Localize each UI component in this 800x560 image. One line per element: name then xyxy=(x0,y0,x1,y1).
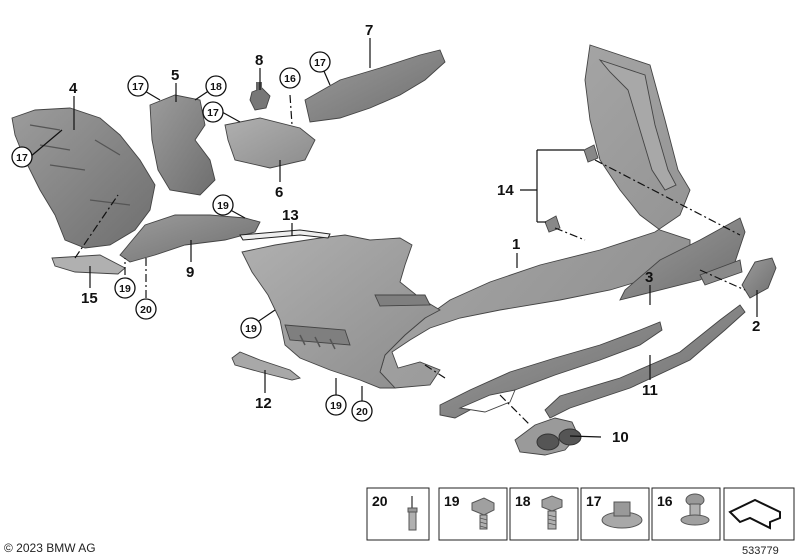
carrier xyxy=(119,214,261,263)
bracket-left xyxy=(11,107,156,249)
callout-2: 2 xyxy=(752,318,760,335)
copyright-text: © 2023 BMW AG xyxy=(4,541,96,555)
legend-label-20: 20 xyxy=(372,493,388,509)
callout-6: 6 xyxy=(275,184,283,201)
svg-text:19: 19 xyxy=(217,200,229,212)
lower-trim-strip xyxy=(544,304,746,419)
svg-text:17: 17 xyxy=(16,152,28,164)
exhaust-tailpipe-tips xyxy=(514,417,582,456)
circle-callout-19-a: 19 xyxy=(212,194,234,216)
bracket-top xyxy=(304,49,446,123)
svg-text:18: 18 xyxy=(210,81,222,93)
pointer-arrow-icon xyxy=(728,498,781,530)
circle-callout-20-b: 20 xyxy=(351,400,373,422)
callout-1: 1 xyxy=(512,236,520,253)
reflector-right xyxy=(741,257,777,299)
diffuser-center xyxy=(619,217,746,301)
fastener-legend: 20 19 18 17 16 xyxy=(366,487,795,541)
svg-text:17: 17 xyxy=(207,107,219,119)
callout-11: 11 xyxy=(642,382,658,399)
svg-text:16: 16 xyxy=(284,73,296,85)
sensor xyxy=(249,82,271,111)
callout-15: 15 xyxy=(81,290,98,307)
circle-callout-19-b: 19 xyxy=(114,277,136,299)
circle-callout-16: 16 xyxy=(279,67,301,89)
circle-callout-17-d: 17 xyxy=(309,51,331,73)
callout-8: 8 xyxy=(255,52,263,69)
svg-text:19: 19 xyxy=(119,283,131,295)
svg-text:20: 20 xyxy=(140,304,152,316)
callout-7: 7 xyxy=(365,22,373,39)
callout-5: 5 xyxy=(171,67,179,84)
callout-10: 10 xyxy=(612,429,629,446)
circle-callout-18: 18 xyxy=(205,75,227,97)
circle-callout-17-b: 17 xyxy=(127,75,149,97)
bracket-small xyxy=(224,117,316,169)
legend-label-17: 17 xyxy=(586,493,602,509)
clip-nut-icon xyxy=(601,501,643,529)
reflector-left xyxy=(51,254,126,275)
callout-numbers: 1 2 3 4 5 6 7 8 9 10 11 12 13 14 15 xyxy=(69,22,760,446)
legend-label-18: 18 xyxy=(515,493,531,509)
tailpipe-trim-frame xyxy=(439,321,663,419)
circle-callout-20-a: 20 xyxy=(135,298,157,320)
leader-lines xyxy=(29,38,758,438)
circle-callout-19-d: 19 xyxy=(325,394,347,416)
circle-callout-17-c: 17 xyxy=(202,101,224,123)
hex-bolt-icon xyxy=(541,495,563,530)
callout-3: 3 xyxy=(645,269,653,286)
blind-rivet-icon xyxy=(407,496,418,531)
legend-label-16: 16 xyxy=(657,493,673,509)
svg-text:19: 19 xyxy=(330,400,342,412)
callout-13: 13 xyxy=(282,207,299,224)
chrome-strip xyxy=(239,229,331,241)
svg-text:17: 17 xyxy=(132,81,144,93)
callout-12: 12 xyxy=(255,395,272,412)
callout-14: 14 xyxy=(497,182,514,199)
trim-strip-left xyxy=(231,351,301,381)
svg-text:19: 19 xyxy=(245,323,257,335)
rear-bumper-trim-panel xyxy=(241,44,691,389)
callout-9: 9 xyxy=(186,264,194,281)
circle-callout-17-a: 17 xyxy=(11,146,33,168)
expanding-rivet-icon xyxy=(680,493,710,526)
hex-screw-icon xyxy=(471,497,495,530)
sensor-bracket-upper xyxy=(583,144,599,163)
circle-callout-19-c: 19 xyxy=(240,317,262,339)
svg-text:20: 20 xyxy=(356,406,368,418)
legend-label-19: 19 xyxy=(444,493,460,509)
image-number: 533779 xyxy=(742,545,779,557)
svg-text:17: 17 xyxy=(314,57,326,69)
circled-callouts: 17 17 18 17 16 17 19 19 xyxy=(11,51,373,422)
callout-4: 4 xyxy=(69,80,78,97)
